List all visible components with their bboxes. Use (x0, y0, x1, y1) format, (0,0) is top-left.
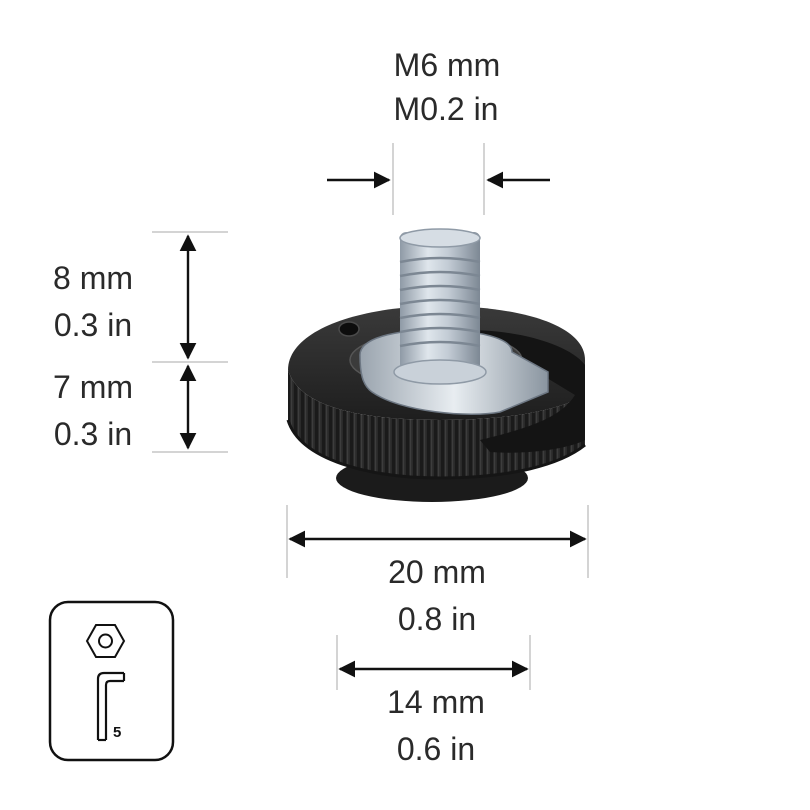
outer-diameter-imperial: 0.8 in (398, 601, 476, 637)
base-height-imperial: 0.3 in (54, 416, 132, 452)
knob-hole (338, 321, 360, 337)
hex-nut-icon (85, 624, 126, 658)
dimension-labels: M6 mm M0.2 in 8 mm 0.3 in 7 mm 0.3 in 20… (53, 47, 500, 767)
hex-key-size-label: 5 (113, 724, 121, 741)
bolt-threads (399, 256, 481, 348)
inner-diameter-imperial: 0.6 in (397, 731, 475, 767)
thread-diameter-metric: M6 mm (394, 47, 501, 83)
thread-length-metric: 8 mm (53, 260, 133, 296)
guide-lines (152, 143, 589, 690)
outer-diameter-metric: 20 mm (388, 554, 486, 590)
hex-key-icon (96, 671, 126, 742)
thread-diameter-imperial: M0.2 in (394, 91, 499, 127)
bolt-shank (400, 232, 480, 372)
knob-slot (468, 330, 585, 453)
dimension-arrows (179, 171, 587, 678)
thread-length-imperial: 0.3 in (54, 307, 132, 343)
product-illustration (286, 228, 586, 502)
tool-icon-box: 5 (48, 600, 175, 762)
inner-diameter-metric: 14 mm (387, 684, 485, 720)
bolt-top (399, 228, 481, 248)
base-height-metric: 7 mm (53, 369, 133, 405)
